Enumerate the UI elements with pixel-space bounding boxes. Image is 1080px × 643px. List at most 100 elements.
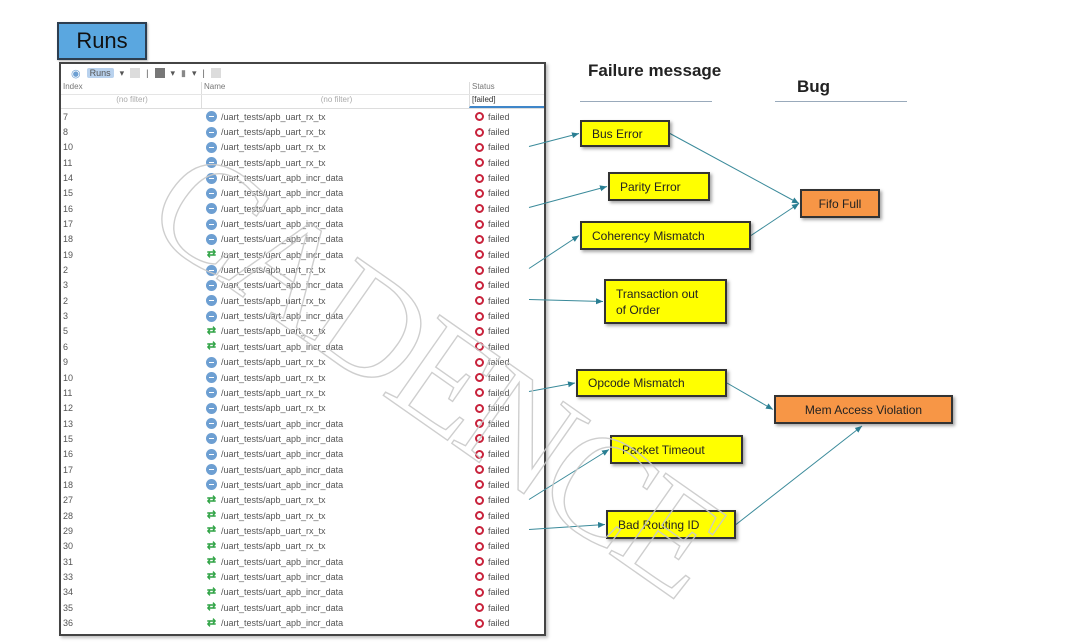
index-filter-input[interactable]: (no filter) <box>116 95 148 104</box>
runs-button[interactable]: Runs <box>86 68 114 78</box>
toolbar-button[interactable] <box>154 68 165 78</box>
row-name: /uart_tests/uart_apb_incr_data <box>201 279 469 291</box>
failure-box-bus-error[interactable]: Bus Error <box>580 120 670 147</box>
failed-icon <box>475 495 484 505</box>
row-index: 27 <box>63 495 74 506</box>
failed-icon <box>475 112 484 122</box>
column-header-index[interactable]: Index <box>63 82 83 91</box>
status-text: failed <box>488 403 510 414</box>
bug-box-mem-access-violation[interactable]: Mem Access Violation <box>774 395 953 424</box>
row-status: failed <box>469 265 544 275</box>
toolbar-button[interactable] <box>210 68 221 78</box>
failure-box-coherency-mismatch[interactable]: Coherency Mismatch <box>580 221 751 250</box>
failure-box-opcode-mismatch[interactable]: Opcode Mismatch <box>576 369 727 397</box>
row-index: 35 <box>63 602 74 613</box>
dropdown-arrow-icon[interactable]: ▾ <box>170 67 176 78</box>
row-name: /uart_tests/uart_apb_incr_data <box>201 464 469 476</box>
column-header-status[interactable]: Status <box>469 82 544 94</box>
failed-icon <box>475 403 484 413</box>
row-status: failed <box>469 388 544 398</box>
failure-box-parity-error[interactable]: Parity Error <box>608 172 710 201</box>
row-status: failed <box>469 326 544 336</box>
row-index: 12 <box>63 403 74 414</box>
rerun-icon: ⇄ <box>206 570 217 583</box>
row-name: /uart_tests/apb_uart_rx_tx <box>201 387 469 399</box>
run-name: /uart_tests/apb_uart_rx_tx <box>221 495 326 506</box>
run-icon <box>206 402 217 414</box>
dropdown-arrow-icon[interactable]: ▾ <box>191 67 197 78</box>
row-status: failed <box>469 373 544 383</box>
run-name: /uart_tests/apb_uart_rx_tx <box>221 357 326 368</box>
failure-box-transaction-out-of-order[interactable]: Transaction out of Order <box>604 279 727 324</box>
failure-box-packet-timeout[interactable]: Packet Timeout <box>610 435 743 464</box>
row-index: 10 <box>63 372 74 383</box>
runs-view-icon[interactable]: ◉ <box>71 67 81 80</box>
toolbar-button[interactable] <box>130 68 141 78</box>
rerun-icon: ⇄ <box>206 248 217 261</box>
row-name: ⇄/uart_tests/uart_apb_incr_data <box>201 341 469 352</box>
message-to-bug-arrow <box>726 382 774 410</box>
message-to-bug-arrow <box>735 425 863 525</box>
row-status: failed <box>469 127 544 137</box>
status-text: failed <box>488 311 510 322</box>
row-status: failed <box>469 603 544 613</box>
run-name: /uart_tests/uart_apb_incr_data <box>221 341 344 352</box>
row-status: failed <box>469 511 544 521</box>
bug-box-fifo-full[interactable]: Fifo Full <box>800 189 880 218</box>
dropdown-arrow-icon[interactable]: ▾ <box>119 67 125 78</box>
row-name: /uart_tests/apb_uart_rx_tx <box>201 157 469 169</box>
status-filter-input[interactable]: [failed] <box>469 95 544 108</box>
row-index: 31 <box>63 556 74 567</box>
comment-icon[interactable]: ▮ <box>181 67 186 78</box>
failed-icon <box>475 280 484 290</box>
status-text: failed <box>488 234 510 245</box>
table-header: Index Name Status <box>61 82 544 95</box>
run-icon <box>206 264 217 276</box>
name-filter-input[interactable]: (no filter) <box>201 95 469 108</box>
row-name: /uart_tests/uart_apb_incr_data <box>201 187 469 199</box>
run-name: /uart_tests/uart_apb_incr_data <box>221 602 344 613</box>
row-name: /uart_tests/uart_apb_incr_data <box>201 233 469 245</box>
failed-icon <box>475 449 484 459</box>
failure-box-bad-routing-id[interactable]: Bad Routing ID <box>606 510 736 539</box>
column-header-name[interactable]: Name <box>201 82 469 94</box>
status-text: failed <box>488 188 510 199</box>
run-name: /uart_tests/uart_apb_incr_data <box>221 618 344 629</box>
status-text: failed <box>488 556 510 567</box>
row-index: 3 <box>63 311 69 322</box>
